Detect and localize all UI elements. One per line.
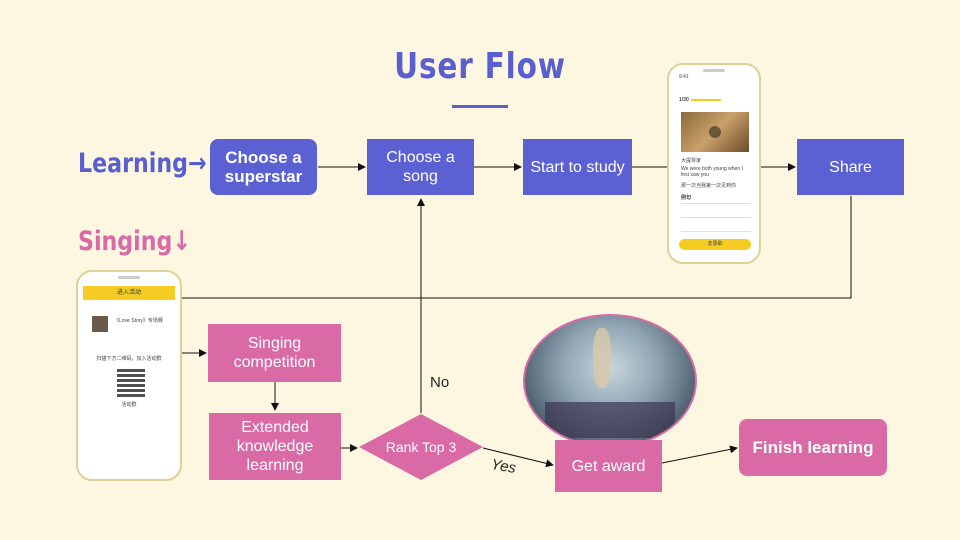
qr-code xyxy=(117,369,145,397)
node-get-award: Get award xyxy=(555,440,662,492)
node-start-study: Start to study xyxy=(523,139,632,195)
phone-mockup-study: 9:41 1/30 大提琴家 We were both young when I… xyxy=(667,63,761,264)
lane-label-learning: Learning→ xyxy=(78,148,207,179)
node-choose-song: Choose a song xyxy=(367,139,474,195)
video-thumbnail xyxy=(681,112,749,152)
divider xyxy=(681,203,751,204)
phone-translation: 那一次当我第一次见到你 xyxy=(681,183,737,189)
lane-label-singing: Singing↓ xyxy=(78,226,191,257)
photo-shirt xyxy=(545,402,675,438)
phone-mockup-activity: 进入活动 《Love Story》专场赛 扫描下方二维码，加入活动群 活动群 xyxy=(76,270,182,481)
phone-progress: 1/30 xyxy=(679,97,689,103)
award-photo xyxy=(523,314,697,448)
phone-card-title: 大提琴家 xyxy=(681,158,702,164)
rank-label: Rank Top 3 xyxy=(385,438,457,455)
page-title: User Flow xyxy=(394,46,566,87)
node-choose-superstar: Choose a superstar xyxy=(210,139,317,195)
node-rank-diamond xyxy=(359,414,483,480)
activity-caption: 扫描下方二维码，加入活动群 xyxy=(96,356,162,362)
edge-label-no: No xyxy=(430,374,450,391)
edge-rank-yes xyxy=(482,447,554,468)
divider xyxy=(681,231,751,232)
phone-section: 例句 xyxy=(681,195,692,201)
title-underline xyxy=(452,105,508,108)
album-cover xyxy=(92,316,108,332)
node-singing-competition: Singing competition xyxy=(208,324,341,382)
edge-award-finish xyxy=(661,445,738,464)
qr-label: 活动群 xyxy=(121,402,137,408)
divider xyxy=(681,217,751,218)
photo-figure xyxy=(593,328,611,388)
node-share: Share xyxy=(797,139,904,195)
phone-header: 进入活动 xyxy=(83,286,175,300)
activity-song: 《Love Story》专场赛 xyxy=(114,318,163,324)
node-extended-learning: Extended knowledge learning xyxy=(209,413,341,480)
node-finish-learning: Finish learning xyxy=(739,419,887,476)
phone-time: 9:41 xyxy=(679,74,689,80)
play-icon xyxy=(709,126,721,138)
phone-progress-bar xyxy=(691,99,721,101)
record-button[interactable]: 去录歌 xyxy=(679,239,751,250)
edge-share-phone xyxy=(176,196,852,299)
phone-lyric: We were both young when I first saw you xyxy=(681,166,743,178)
